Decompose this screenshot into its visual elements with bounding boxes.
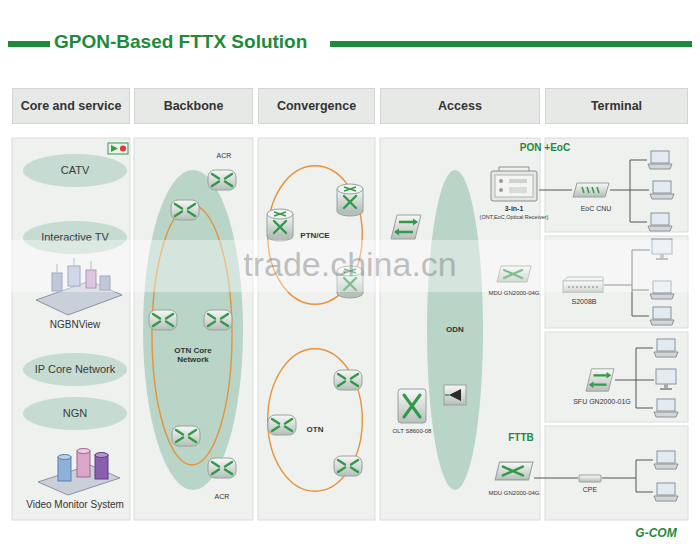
node-text: PTN/CE [300,231,329,240]
terminal-panel [545,332,688,422]
watermark: trade.china.cn [243,246,457,283]
column-panel [12,138,130,520]
title-bar [8,41,50,47]
service-ellipse: IP Core Network [23,353,127,386]
service-ellipse: CATV [23,154,127,187]
ring-outline-shape [268,349,363,492]
column-header: Backbone [134,88,253,124]
node-text: OTN [307,425,324,434]
node-text: CATV [61,164,90,177]
node-text: Access [438,99,482,113]
node-text: OTN Core Network [165,346,221,364]
cpe-icon [579,475,601,482]
laptop-icon [654,483,678,501]
router-icon [204,310,232,330]
storage-cylinder [95,455,108,479]
service-ellipse-shape [23,397,127,430]
laptop-icon [650,181,674,199]
column-header: Access [380,88,540,124]
section-label: PON +EoC [520,142,570,153]
laptop-icon [650,307,674,325]
device-label: S2008B [572,298,597,306]
device-label: CPE [583,486,597,494]
system-label: NGBNView [50,319,100,330]
device-label: EoC CNU [581,205,612,213]
node-text: IP Core Network [35,363,116,376]
device-label: OLT S8600-08 [393,428,432,435]
laptop-icon [648,151,672,169]
storage-cylinder [58,457,71,481]
router-icon [149,310,177,330]
switch-icon [391,215,421,239]
node-text: Terminal [591,99,642,113]
core-network-ellipse-shape [143,170,243,490]
router-icon [208,458,236,478]
terminal-panel [545,426,688,520]
service-ellipse-shape [23,353,127,386]
column-header: Terminal [545,88,688,124]
storage-cylinder [58,455,71,460]
node-text: NGN [63,407,87,420]
cable-line [539,160,649,222]
column-header: Core and service [12,88,130,124]
column-panel [258,138,375,520]
node-text: Backbone [164,99,224,113]
laptop-icon [654,451,678,469]
device-label: MDU GN2000-04G [488,290,539,297]
watermark-band [0,240,700,292]
column-panel [380,138,540,520]
service-ellipse-shape [23,154,127,187]
storage-cylinder [95,453,108,458]
laptop-icon [648,213,672,231]
monitor-icon [656,369,676,390]
brand-logo: G-COM [635,527,676,540]
laptop-icon [654,339,678,357]
router-icon [171,200,199,220]
storage-cylinder [77,451,90,477]
storage-cylinder [77,449,90,454]
sfu-icon [586,369,614,391]
ptn-router-icon [337,184,363,216]
ptn-router-icon [267,209,293,241]
section-label: FTTB [508,432,534,443]
three-in-one-icon [491,167,537,201]
node-text: Convergence [277,99,356,113]
system-label: Video Monitor System [26,499,124,510]
device-label: ACR [217,152,232,160]
mdu-icon [495,462,533,480]
device-note: (ONT,EoC,Optical Receiver) [480,214,549,220]
diagram-title: GPON-Based FTTX Solution [54,31,307,53]
otn-node-icon [268,415,296,435]
service-ellipse: NGN [23,397,127,430]
router-icon [208,170,236,190]
splitter-icon [444,385,466,405]
catv-icon [111,145,118,152]
device-label: ACR [215,493,230,501]
device-label: SFU GN2000-01G [573,398,631,406]
column-panel [134,138,253,520]
catv-icon [120,146,126,152]
node-text: ODN [446,325,464,334]
catv-icon [108,143,128,154]
laptop-icon [654,399,678,417]
otn-node-icon [334,370,362,390]
node-text: Core and service [21,99,122,113]
device-label: 3-in-1 [505,205,524,213]
cnu-icon [573,183,609,197]
title-bar [330,41,692,47]
device-label: MDU GN2000-04G [488,490,539,497]
olt-icon [398,389,426,423]
column-header: Convergence [258,88,375,124]
odn-ellipse: ODN [427,170,483,490]
odn-ellipse-shape [427,170,483,490]
router-icon [172,426,200,446]
otn-node-icon [334,456,362,476]
